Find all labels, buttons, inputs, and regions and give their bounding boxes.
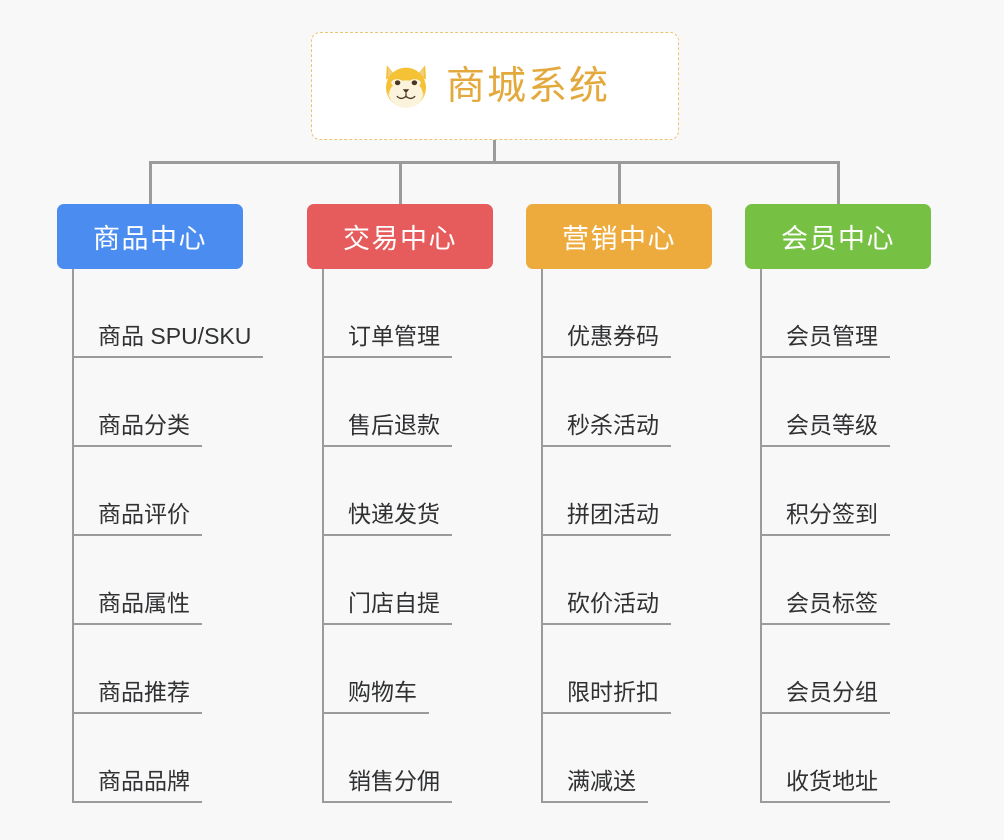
leaf-rail-member-center [760, 269, 762, 803]
leaf-rail-product-center [72, 269, 74, 803]
connector-drop-2 [399, 161, 402, 204]
leaf-item[interactable]: 销售分佣 [307, 714, 493, 803]
leaf-label: 收货地址 [760, 767, 890, 803]
category-header-trade-center[interactable]: 交易中心 [307, 204, 493, 269]
category-header-product-center[interactable]: 商品中心 [57, 204, 243, 269]
leaf-label: 积分签到 [760, 500, 890, 536]
leaf-label: 优惠券码 [541, 322, 671, 358]
category-label: 交易中心 [343, 224, 457, 254]
leaf-label: 会员等级 [760, 411, 890, 447]
leaf-list-trade-center: 订单管理 售后退款 快递发货 门店自提 购物车 销售分佣 [307, 269, 493, 803]
connector-horizontal-bus [149, 161, 839, 164]
leaf-item[interactable]: 售后退款 [307, 358, 493, 447]
branch-product-center: 商品中心 商品 SPU/SKU 商品分类 商品评价 商品属性 商品推荐 商品品牌 [57, 204, 264, 803]
leaf-label: 商品品牌 [72, 767, 202, 803]
leaf-item[interactable]: 优惠券码 [526, 269, 712, 358]
leaf-rail-marketing-center [541, 269, 543, 803]
leaf-label: 商品推荐 [72, 678, 202, 714]
leaf-rail-trade-center [322, 269, 324, 803]
category-header-member-center[interactable]: 会员中心 [745, 204, 931, 269]
leaf-item[interactable]: 秒杀活动 [526, 358, 712, 447]
category-label: 营销中心 [562, 224, 676, 254]
leaf-list-member-center: 会员管理 会员等级 积分签到 会员标签 会员分组 收货地址 [745, 269, 931, 803]
category-header-marketing-center[interactable]: 营销中心 [526, 204, 712, 269]
leaf-item[interactable]: 商品品牌 [57, 714, 243, 803]
leaf-label: 购物车 [322, 678, 429, 714]
leaf-item[interactable]: 满减送 [526, 714, 712, 803]
leaf-label: 快递发货 [322, 500, 452, 536]
leaf-item[interactable]: 商品 SPU/SKU [57, 269, 264, 358]
root-node-mall-system[interactable]: 商城系统 [311, 32, 679, 140]
connector-drop-3 [618, 161, 621, 204]
leaf-item[interactable]: 限时折扣 [526, 625, 712, 714]
leaf-item[interactable]: 商品评价 [57, 447, 243, 536]
branch-member-center: 会员中心 会员管理 会员等级 积分签到 会员标签 会员分组 收货地址 [745, 204, 931, 803]
leaf-label: 限时折扣 [541, 678, 671, 714]
leaf-label: 满减送 [541, 767, 648, 803]
leaf-list-product-center: 商品 SPU/SKU 商品分类 商品评价 商品属性 商品推荐 商品品牌 [57, 269, 264, 803]
leaf-item[interactable]: 快递发货 [307, 447, 493, 536]
leaf-label: 订单管理 [322, 322, 452, 358]
leaf-item[interactable]: 会员等级 [745, 358, 931, 447]
leaf-label: 销售分佣 [322, 767, 452, 803]
leaf-item[interactable]: 商品分类 [57, 358, 243, 447]
leaf-label: 门店自提 [322, 589, 452, 625]
connector-drop-1 [149, 161, 152, 204]
leaf-label: 秒杀活动 [541, 411, 671, 447]
leaf-item[interactable]: 拼团活动 [526, 447, 712, 536]
category-label: 商品中心 [93, 224, 207, 254]
leaf-list-marketing-center: 优惠券码 秒杀活动 拼团活动 砍价活动 限时折扣 满减送 [526, 269, 712, 803]
leaf-label: 会员管理 [760, 322, 890, 358]
leaf-label: 售后退款 [322, 411, 452, 447]
leaf-label: 商品 SPU/SKU [72, 322, 264, 358]
leaf-label: 拼团活动 [541, 500, 671, 536]
connector-drop-4 [837, 161, 840, 204]
branch-marketing-center: 营销中心 优惠券码 秒杀活动 拼团活动 砍价活动 限时折扣 满减送 [526, 204, 712, 803]
leaf-label: 会员标签 [760, 589, 890, 625]
leaf-item[interactable]: 购物车 [307, 625, 493, 714]
leaf-item[interactable]: 商品属性 [57, 536, 243, 625]
leaf-label: 商品分类 [72, 411, 202, 447]
leaf-item[interactable]: 会员标签 [745, 536, 931, 625]
leaf-item[interactable]: 商品推荐 [57, 625, 243, 714]
root-node-title: 商城系统 [445, 64, 610, 108]
leaf-label: 商品评价 [72, 500, 202, 536]
leaf-label: 砍价活动 [541, 589, 671, 625]
leaf-item[interactable]: 会员管理 [745, 269, 931, 358]
leaf-item[interactable]: 积分签到 [745, 447, 931, 536]
connector-root-stem [493, 140, 496, 164]
leaf-label: 会员分组 [760, 678, 890, 714]
leaf-item[interactable]: 收货地址 [745, 714, 931, 803]
leaf-item[interactable]: 门店自提 [307, 536, 493, 625]
leaf-item[interactable]: 会员分组 [745, 625, 931, 714]
leaf-item[interactable]: 订单管理 [307, 269, 493, 358]
leaf-label: 商品属性 [72, 589, 202, 625]
branch-trade-center: 交易中心 订单管理 售后退款 快递发货 门店自提 购物车 销售分佣 [307, 204, 493, 803]
shiba-dog-face-icon [385, 65, 426, 108]
leaf-item[interactable]: 砍价活动 [526, 536, 712, 625]
category-label: 会员中心 [781, 224, 895, 254]
